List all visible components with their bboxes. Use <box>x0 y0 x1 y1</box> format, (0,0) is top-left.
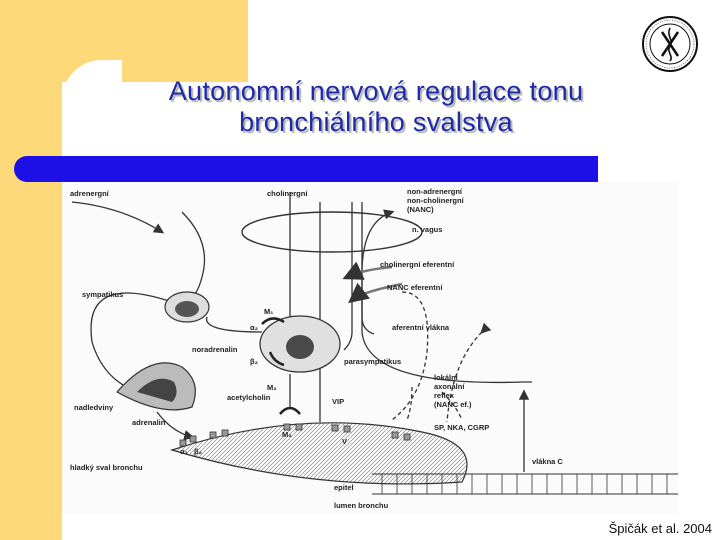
vagus-nerve-ellipse <box>241 211 423 253</box>
label-noradrenalin: noradrenalin <box>192 345 238 354</box>
slide-title-line-1: Autonomní nervová regulace tonu <box>168 76 584 106</box>
label-vip: VIP <box>332 397 344 406</box>
slide-title-line-2: bronchiálního svalstva <box>239 107 513 137</box>
label-v-receptor: V <box>342 437 347 446</box>
label-cholinergic: cholinergní <box>267 189 308 198</box>
label-adrenal-glands: nadledviny <box>74 403 114 412</box>
decorative-top-band <box>0 0 248 82</box>
label-epithelium: epitel <box>334 483 354 492</box>
label-parasympathetic: parasympatikus <box>344 357 401 366</box>
label-sympathetic: sympatikus <box>82 290 123 299</box>
label-local-2: axonální <box>434 382 465 391</box>
label-local-1: lokální <box>434 373 459 382</box>
label-adrenergic: adrenergní <box>70 189 110 198</box>
label-beta2-bottom: β₂ <box>194 447 202 456</box>
label-local-4: (NANC ef.) <box>434 400 472 409</box>
decorative-side-band <box>0 0 62 540</box>
label-c-fibers: vlákna C <box>532 457 563 466</box>
label-acetylcholine: acetylcholin <box>227 393 271 402</box>
label-alpha1: α₁ <box>180 447 188 456</box>
label-vagus: n. vagus <box>412 225 442 234</box>
label-bronchial-lumen: lumen bronchu <box>334 501 389 510</box>
label-neuropeptides: SP, NKA, CGRP <box>434 423 489 432</box>
label-cholinergic-efferent: cholinergní eferentní <box>380 260 455 269</box>
label-afferent-fibers: aferentní vlákna <box>392 323 450 332</box>
title-divider-bar <box>14 156 598 182</box>
label-local-3: reflex <box>434 391 455 400</box>
label-nanc-efferent: NANC eferentní <box>387 283 443 292</box>
label-beta2-top: β₂ <box>250 357 258 366</box>
label-nanc-2: non-cholinergní <box>407 196 465 205</box>
label-adrenaline: adrenalin <box>132 418 166 427</box>
label-m2: M₂ <box>267 383 277 392</box>
label-nanc-1: non-adrenergní <box>407 187 463 196</box>
autonomic-regulation-diagram: adrenergní cholinergní non-adrenergní no… <box>62 182 678 514</box>
label-m1: M₁ <box>264 307 273 316</box>
label-alpha2: α₂ <box>250 323 258 332</box>
university-seal-icon <box>640 14 700 74</box>
label-nanc-3: (NANC) <box>407 205 434 214</box>
label-smooth-muscle: hladký sval bronchu <box>70 463 143 472</box>
label-m3: M₃ <box>282 430 292 439</box>
citation: Špičák et al. 2004 <box>608 521 712 536</box>
slide-title: Autonomní nervová regulace tonu bronchiá… <box>96 76 656 138</box>
